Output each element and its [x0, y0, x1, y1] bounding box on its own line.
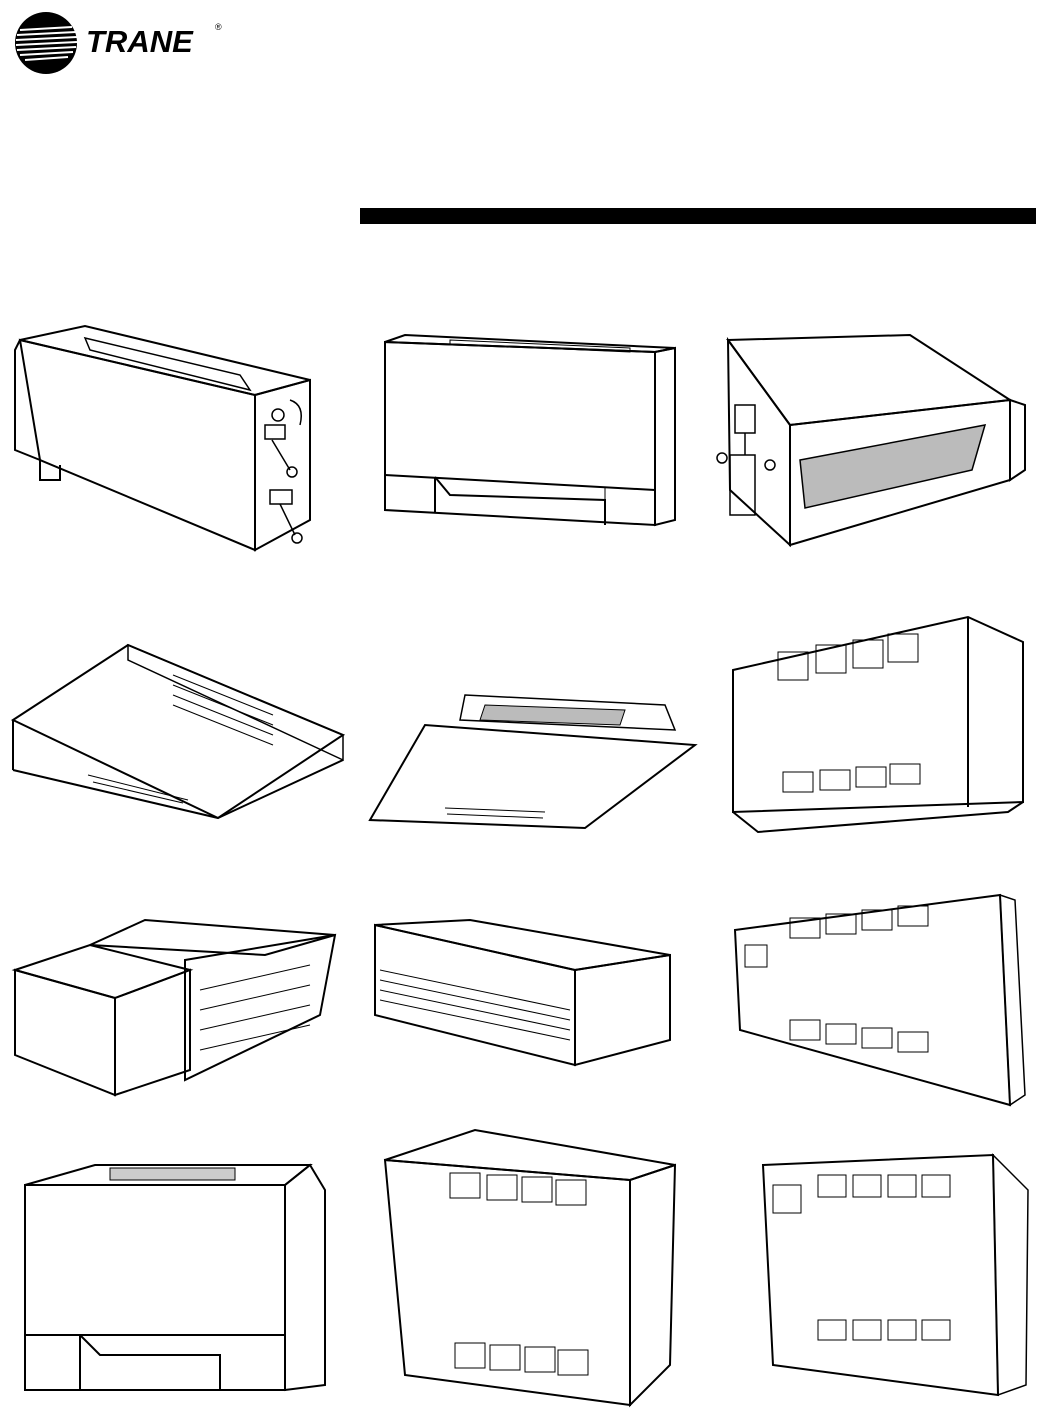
recessed-wall-unit-flush [758, 1150, 1033, 1400]
fan-coil-unit-icon [370, 915, 675, 1070]
vertical-concealed-unit-with-plenum [10, 910, 340, 1100]
fan-coil-unit-icon [758, 1150, 1033, 1400]
low-vertical-cabinet-unit [370, 915, 675, 1070]
fan-coil-unit-icon [10, 320, 330, 560]
fan-coil-unit-icon [710, 330, 1030, 550]
trane-logo-mark: TRANE ® [15, 12, 222, 74]
fan-coil-unit-icon [365, 670, 700, 830]
horizontal-concealed-unit-with-filter [710, 330, 1030, 550]
fan-coil-unit-icon [20, 1160, 340, 1395]
wall-cabinet-unit-slant [380, 1125, 680, 1410]
fan-coil-unit-icon [380, 1125, 680, 1410]
fan-coil-unit-icon [380, 330, 680, 530]
horizontal-cabinet-unit-front-grille [8, 640, 348, 820]
fan-coil-unit-icon [728, 612, 1028, 837]
vertical-cabinet-top-outlet-unit [20, 1160, 340, 1395]
title-rule [360, 208, 1036, 224]
fan-coil-unit-icon [730, 890, 1030, 1115]
ceiling-recessed-unit [365, 670, 700, 830]
brand-name: TRANE [86, 24, 194, 59]
registered-mark: ® [215, 22, 222, 32]
fan-coil-unit-icon [8, 640, 348, 820]
wall-cabinet-unit-louvered [728, 612, 1028, 837]
fan-coil-unit-icon [10, 910, 340, 1100]
recessed-wall-unit-with-access-panel [730, 890, 1030, 1115]
vertical-cabinet-unit [380, 330, 680, 530]
trane-logo: TRANE ® [8, 8, 238, 78]
vertical-concealed-unit-with-piping [10, 320, 330, 560]
